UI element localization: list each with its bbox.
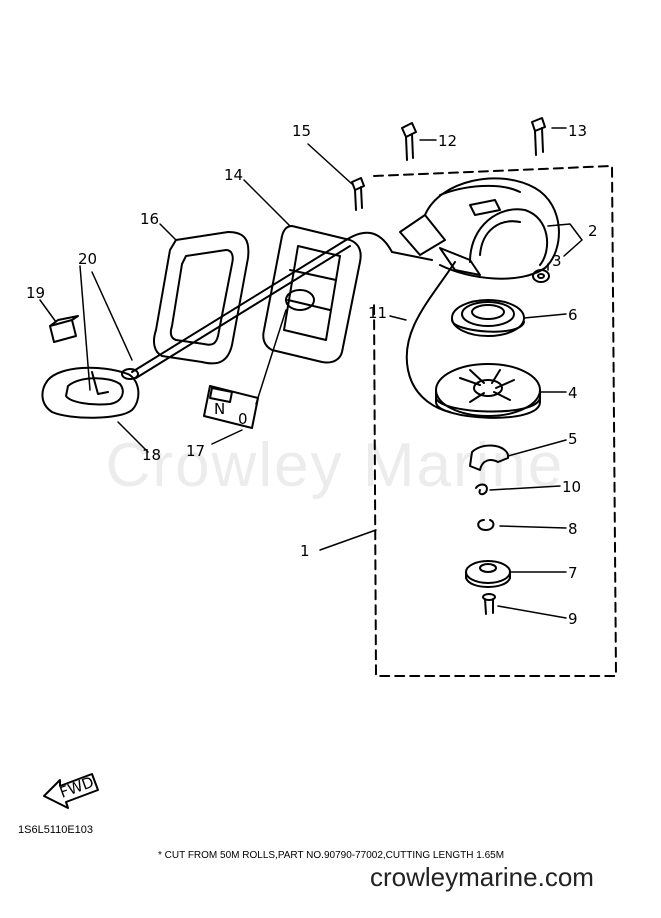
- label-part-9: 9: [568, 610, 578, 628]
- label-part-12: 12: [438, 132, 457, 150]
- nut-3: [532, 269, 550, 283]
- label-part-16: 16: [140, 210, 159, 228]
- pawl-spring-10: [475, 483, 488, 496]
- label-part-19: 19: [26, 284, 45, 302]
- starter-handle-18: [41, 366, 140, 419]
- label-part-14: 14: [224, 166, 243, 184]
- pulley-4: [435, 363, 541, 419]
- label-part-20: 20: [78, 250, 97, 268]
- label-part-11: 11: [368, 304, 387, 322]
- bolt-13: [531, 117, 546, 156]
- website-link[interactable]: crowleymarine.com: [370, 862, 594, 892]
- decal-letter-n: N: [214, 400, 225, 418]
- label-part-2: 2: [588, 222, 598, 240]
- watermark: Crowley Marine: [105, 431, 565, 500]
- friction-spring-8: [477, 519, 495, 531]
- plug-19: [49, 315, 79, 343]
- label-part-13: 13: [568, 122, 587, 140]
- label-part-18: 18: [142, 446, 161, 464]
- starter-housing: [399, 177, 560, 280]
- starter-rope-11: [405, 261, 456, 413]
- bolt-15: [351, 177, 365, 211]
- screw-9: [482, 593, 496, 615]
- fwd-arrow: [43, 773, 99, 809]
- assembly-boundary: [373, 165, 617, 677]
- footnote: * CUT FROM 50M ROLLS,PART NO.90790-77002…: [158, 850, 505, 861]
- seal-20: [121, 368, 139, 380]
- decal-letter-zero: 0: [238, 410, 248, 428]
- pawl-5: [469, 444, 510, 471]
- label-part-10: 10: [562, 478, 581, 496]
- label-part-7: 7: [568, 564, 578, 582]
- label-part-8: 8: [568, 520, 578, 538]
- drive-plate-7: [465, 560, 511, 588]
- diagram-code: 1S6L5110E103: [18, 824, 94, 836]
- label-part-4: 4: [568, 384, 578, 402]
- label-part-6: 6: [568, 306, 578, 324]
- decal-17: [203, 385, 259, 429]
- spiral-spring-6: [451, 299, 525, 337]
- label-part-17: 17: [186, 442, 205, 460]
- gasket-16: [153, 231, 250, 365]
- label-part-15: 15: [292, 122, 311, 140]
- rope-guide-14: [262, 225, 362, 364]
- bolt-12: [401, 122, 417, 161]
- leader-lines: [39, 127, 583, 619]
- label-part-3: 3: [552, 252, 562, 270]
- label-part-5: 5: [568, 430, 578, 448]
- label-part-1: 1: [300, 542, 310, 560]
